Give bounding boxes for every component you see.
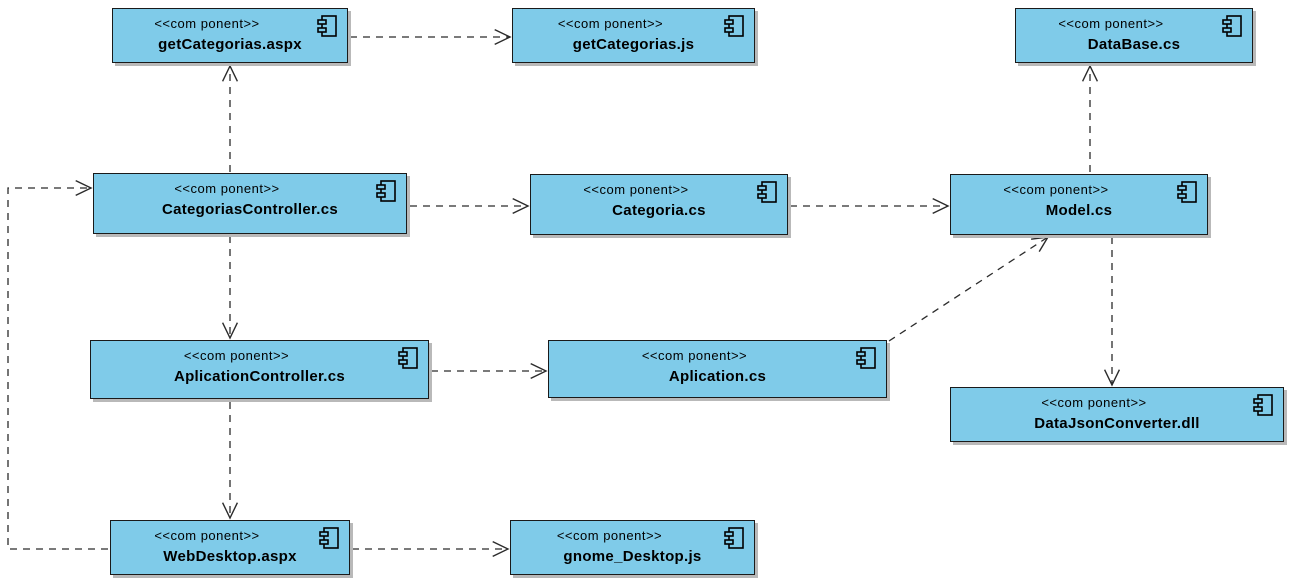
component-icon bbox=[1177, 181, 1197, 203]
component-name: getCategorias.js bbox=[572, 36, 695, 53]
component-icon bbox=[1253, 394, 1273, 416]
arrowhead bbox=[1081, 64, 1099, 82]
component-database-cs[interactable]: <<com ponent>> DataBase.cs bbox=[1015, 8, 1253, 63]
dependency-model-to-dataBase bbox=[1081, 64, 1099, 172]
component-gnome-desktop-js[interactable]: <<com ponent>> gnome_Desktop.js bbox=[510, 520, 755, 575]
stereotype-label: <<com ponent>> bbox=[1041, 395, 1147, 410]
component-icon bbox=[856, 347, 876, 369]
stereotype-label: <<com ponent>> bbox=[556, 528, 663, 543]
component-model-cs[interactable]: <<com ponent>> Model.cs bbox=[950, 174, 1208, 235]
component-icon bbox=[757, 181, 777, 203]
component-icon bbox=[319, 527, 339, 549]
component-name: getCategorias.aspx bbox=[158, 36, 302, 53]
stereotype-label: <<com ponent>> bbox=[154, 528, 260, 543]
component-icon bbox=[724, 527, 744, 549]
component-name: DataJsonConverter.dll bbox=[1034, 415, 1200, 432]
dependency-categoriasController-to-categoria bbox=[410, 197, 530, 215]
dependency-webDesktop-to-gnomeDesktop bbox=[352, 540, 510, 558]
component-aplicationcontroller-cs[interactable]: <<com ponent>> AplicationController.cs bbox=[90, 340, 429, 399]
component-name: Categoria.cs bbox=[612, 202, 706, 219]
dependency-getCategoriasAspx-to-getCategoriasJs bbox=[350, 28, 512, 46]
component-icon bbox=[317, 15, 337, 37]
arrowhead bbox=[530, 362, 548, 380]
stereotype-label: <<com ponent>> bbox=[557, 16, 664, 31]
dependency-model-to-dataJsonConverter bbox=[1103, 237, 1121, 387]
arrowhead bbox=[492, 540, 510, 558]
dependency-aplicationController-to-aplication bbox=[431, 362, 548, 380]
arrowhead bbox=[1103, 369, 1121, 387]
arrowhead bbox=[512, 197, 530, 215]
component-name: DataBase.cs bbox=[1087, 36, 1181, 53]
component-categoriascontroller-cs[interactable]: <<com ponent>> CategoriasController.cs bbox=[93, 173, 407, 234]
component-aplication-cs[interactable]: <<com ponent>> Aplication.cs bbox=[548, 340, 887, 398]
arrowhead bbox=[75, 179, 93, 197]
arrowhead bbox=[221, 322, 239, 340]
arrowhead bbox=[1031, 236, 1050, 252]
component-name: AplicationController.cs bbox=[173, 368, 346, 385]
stereotype-label: <<com ponent>> bbox=[154, 16, 260, 31]
arrowhead bbox=[221, 64, 239, 82]
component-name: WebDesktop.aspx bbox=[163, 548, 297, 565]
stereotype-label: <<com ponent>> bbox=[183, 348, 290, 363]
component-icon bbox=[1222, 15, 1242, 37]
arrowhead bbox=[221, 502, 239, 520]
component-icon bbox=[724, 15, 744, 37]
dependency-categoriasController-to-getCategoriasAspx bbox=[221, 64, 239, 172]
stereotype-label: <<com ponent>> bbox=[1058, 16, 1164, 31]
component-icon bbox=[398, 347, 418, 369]
component-getcategorias-js[interactable]: <<com ponent>> getCategorias.js bbox=[512, 8, 755, 63]
component-getcategorias-aspx[interactable]: <<com ponent>> getCategorias.aspx bbox=[112, 8, 348, 63]
arrowhead bbox=[932, 197, 950, 215]
dependency-webDesktop-to-categoriasController bbox=[7, 179, 108, 550]
stereotype-label: <<com ponent>> bbox=[174, 181, 280, 196]
dependency-categoria-to-model bbox=[790, 197, 950, 215]
component-name: CategoriasController.cs bbox=[161, 201, 339, 218]
component-name: Model.cs bbox=[1045, 202, 1113, 219]
dependency-aplication-to-model bbox=[888, 236, 1050, 342]
stereotype-label: <<com ponent>> bbox=[583, 182, 689, 197]
component-name: Aplication.cs bbox=[668, 368, 767, 385]
component-webdesktop-aspx[interactable]: <<com ponent>> WebDesktop.aspx bbox=[110, 520, 350, 575]
component-name: gnome_Desktop.js bbox=[563, 548, 702, 565]
arrowhead bbox=[494, 28, 512, 46]
dependency-categoriasController-to-aplicationController bbox=[221, 236, 239, 340]
component-categoria-cs[interactable]: <<com ponent>> Categoria.cs bbox=[530, 174, 788, 235]
component-icon bbox=[376, 180, 396, 202]
dependency-aplicationController-to-webDesktop bbox=[221, 402, 239, 520]
component-datajsonconverter-dll[interactable]: <<com ponent>> DataJsonConverter.dll bbox=[950, 387, 1284, 442]
stereotype-label: <<com ponent>> bbox=[1003, 182, 1109, 197]
stereotype-label: <<com ponent>> bbox=[641, 348, 748, 363]
